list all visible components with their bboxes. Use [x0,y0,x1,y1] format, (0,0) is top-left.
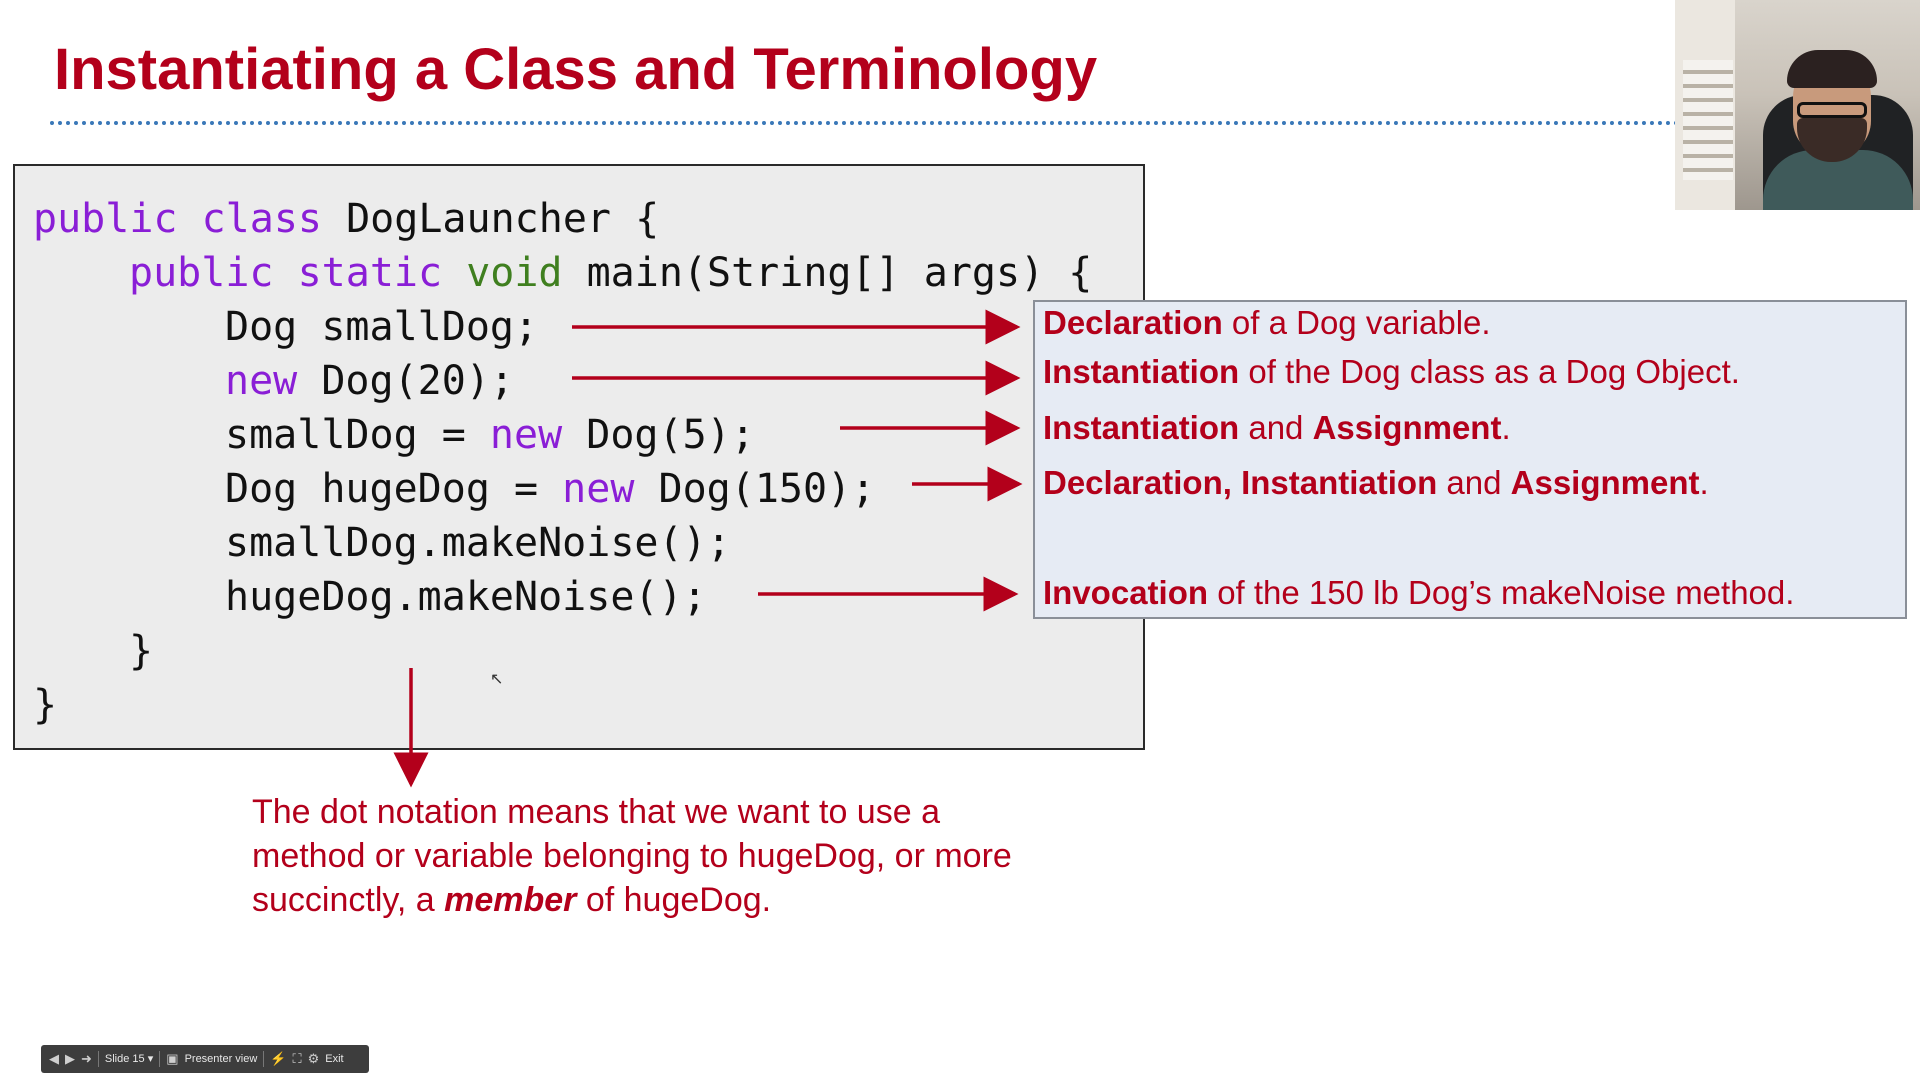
code-line-8: hugeDog.makeNoise(); [225,574,707,620]
forward-arrow-icon[interactable]: ➜ [81,1051,92,1066]
exit-button[interactable]: Exit [325,1053,344,1065]
annotation-invocation: Invocation of the 150 lb Dog’s makeNoise… [1043,574,1795,611]
presenter-webcam [1675,0,1920,210]
back-arrow-icon[interactable]: ◀ [49,1051,59,1066]
code-line-5: smallDog = new Dog(5); [225,408,755,462]
code-text: DogLauncher { [322,196,660,242]
keyword: static [297,250,443,296]
dot-notation-note: The dot notation means that we want to u… [252,793,1012,919]
keyword: public [129,250,274,296]
code-line-7: smallDog.makeNoise(); [225,520,731,566]
code-text: Dog(150); [634,466,876,512]
code-line-3: Dog smallDog; [225,304,539,350]
code-line-1: public class DogLauncher { [33,192,659,246]
gear-icon[interactable]: ⚙ [307,1051,320,1066]
code-text: main(String[] args) { [562,250,1093,296]
code-box: public class DogLauncher { public static… [13,164,1145,750]
title-divider [50,121,1680,125]
fullscreen-icon[interactable]: ⛶ [292,1051,302,1066]
keyword: class [201,196,323,242]
keyword: new [489,412,563,458]
code-line-2: public static void main(String[] args) { [129,246,1092,300]
slide-selector[interactable]: Slide 15 ▾ [104,1053,154,1065]
presenter-view-button[interactable]: Presenter view [184,1053,258,1065]
play-icon[interactable]: ▶ [65,1051,75,1066]
annotation-declaration-instantiation-assignment: Declaration, Instantiation and Assignmen… [1043,464,1709,501]
keyword: public [33,196,178,242]
code-text: Dog hugeDog = [225,466,563,512]
annotation-instantiation: Instantiation of the Dog class as a Dog … [1043,353,1740,390]
code-text: smallDog = [225,412,490,458]
annotation-box [1033,300,1907,619]
code-line-4: new Dog(20); [225,354,514,408]
slide-title: Instantiating a Class and Terminology [54,37,1098,102]
annotation-declaration: Declaration of a Dog variable. [1043,304,1491,341]
presenter-icon: ▣ [166,1051,179,1066]
code-text: Dog(20); [297,358,514,404]
code-line-6: Dog hugeDog = new Dog(150); [225,462,875,516]
mouse-cursor-icon: ↖ [490,671,504,688]
code-line-10: } [33,682,58,728]
keyword: new [562,466,635,512]
annotation-instantiation-assignment: Instantiation and Assignment. [1043,409,1511,446]
code-line-9: } [129,628,154,674]
laser-icon[interactable]: ⚡ [270,1051,287,1066]
presentation-toolbar: ◀ ▶ ➜ Slide 15 ▾ ▣ Presenter view ⚡ ⛶ ⚙ … [41,1045,369,1073]
dropdown-icon: ▾ [147,1053,154,1065]
keyword-void: void [466,250,563,296]
code-text: Dog(5); [562,412,755,458]
keyword: new [225,358,298,404]
